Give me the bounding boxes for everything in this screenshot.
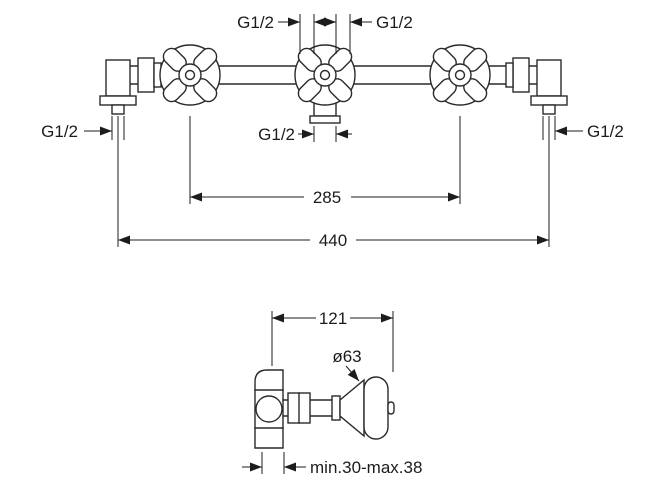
- side-view-valve-body: [255, 395, 283, 423]
- dim-wall-range: min.30-max.38: [242, 452, 422, 477]
- label-thread-top-right: G1/2: [376, 13, 413, 32]
- dim-thread-right: G1/2: [542, 116, 624, 141]
- dim-285: 285: [189, 116, 461, 207]
- middle-valve: [294, 44, 356, 124]
- label-thread-top-left: G1/2: [237, 13, 274, 32]
- side-view-cross-handle: [363, 376, 389, 440]
- right-valve: [429, 44, 491, 106]
- dim-diameter-63: ø63: [332, 347, 362, 382]
- side-view-valve: [254, 369, 395, 449]
- label-dim-121: 121: [319, 309, 347, 328]
- side-view-dimensions: 121 ø63 min.30-max.38: [242, 309, 422, 477]
- dim-440: 440: [117, 116, 550, 250]
- left-valve: [159, 44, 221, 106]
- right-elbow-fitting: [505, 57, 568, 115]
- label-dim-285: 285: [313, 188, 341, 207]
- top-view-assembly: [99, 44, 568, 124]
- label-thread-bottom: G1/2: [258, 125, 295, 144]
- top-view-dimensions: G1/2 G1/2 G1/2 G1/2 G1/2: [41, 13, 624, 250]
- label-dim-440: 440: [319, 231, 347, 250]
- dim-thread-left: G1/2: [41, 116, 125, 141]
- label-thread-left: G1/2: [41, 122, 78, 141]
- label-dim-63: ø63: [332, 347, 361, 366]
- dim-thread-bottom: G1/2: [258, 125, 352, 144]
- label-thread-right: G1/2: [587, 122, 624, 141]
- label-dim-wall-range: min.30-max.38: [310, 458, 422, 477]
- dim-121: 121: [271, 309, 394, 372]
- dim-thread-top: G1/2 G1/2: [237, 13, 413, 54]
- side-view-handle-skirt: [339, 378, 365, 438]
- left-elbow-fitting: [99, 57, 162, 115]
